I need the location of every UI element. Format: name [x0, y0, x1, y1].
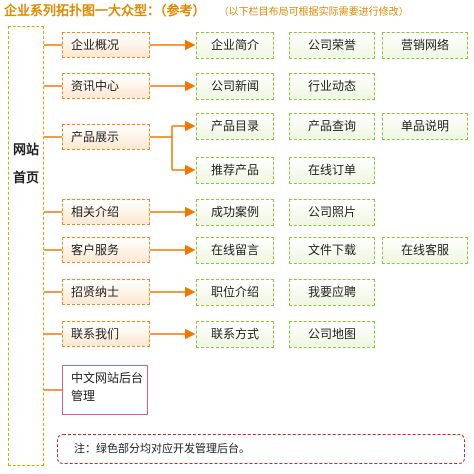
- branch-products: [150, 126, 173, 170]
- title-main: 企业系列拓扑图一大众型：（参考）: [4, 4, 206, 19]
- leaf-industry-news[interactable]: 行业动态: [289, 73, 375, 100]
- leaf-company-news[interactable]: 公司新闻: [196, 73, 274, 100]
- leaf-success-cases[interactable]: 成功案例: [196, 199, 274, 226]
- diagram-title: 企业系列拓扑图一大众型：（参考） （以下栏目布局可根据实际需要进行修改）: [4, 2, 470, 19]
- category-recruitment[interactable]: 招贤纳士: [62, 279, 150, 305]
- category-related-intro[interactable]: 相关介绍: [62, 199, 150, 225]
- leaf-job-description[interactable]: 职位介绍: [196, 279, 274, 306]
- category-products[interactable]: 产品展示: [62, 124, 150, 150]
- leaf-product-search[interactable]: 产品查询: [289, 113, 375, 140]
- leaf-company-map[interactable]: 公司地图: [289, 321, 375, 348]
- leaf-product-catalog[interactable]: 产品目录: [196, 113, 274, 140]
- category-customer-service[interactable]: 客户服务: [62, 237, 150, 263]
- footer-note: 注：绿色部分均对应开发管理后台。: [57, 434, 465, 464]
- leaf-file-download[interactable]: 文件下载: [289, 237, 375, 264]
- leaf-sales-network[interactable]: 营销网络: [382, 32, 468, 59]
- leaf-online-message[interactable]: 在线留言: [196, 237, 274, 264]
- leaf-apply-job[interactable]: 我要应聘: [289, 279, 375, 306]
- category-contact-us[interactable]: 联系我们: [62, 321, 150, 347]
- title-note: （以下栏目布局可根据实际需要进行修改）: [218, 7, 409, 18]
- leaf-product-details[interactable]: 单品说明: [382, 113, 468, 140]
- leaf-online-support[interactable]: 在线客服: [382, 237, 468, 264]
- leaf-contact-info[interactable]: 联系方式: [196, 321, 274, 348]
- leaf-company-honors[interactable]: 公司荣誉: [289, 32, 375, 59]
- leaf-company-profile[interactable]: 企业简介: [196, 32, 274, 59]
- root-node-label: 网站首页: [12, 143, 39, 186]
- category-enterprise-overview[interactable]: 企业概况: [62, 32, 150, 58]
- category-news-center[interactable]: 资讯中心: [62, 73, 150, 99]
- leaf-company-photos[interactable]: 公司照片: [289, 199, 375, 226]
- category-admin-backend[interactable]: 中文网站后台管理: [62, 365, 148, 415]
- root-node-home[interactable]: 网站首页: [8, 26, 44, 466]
- leaf-recommended-products[interactable]: 推荐产品: [196, 157, 274, 184]
- leaf-online-order[interactable]: 在线订单: [289, 157, 375, 184]
